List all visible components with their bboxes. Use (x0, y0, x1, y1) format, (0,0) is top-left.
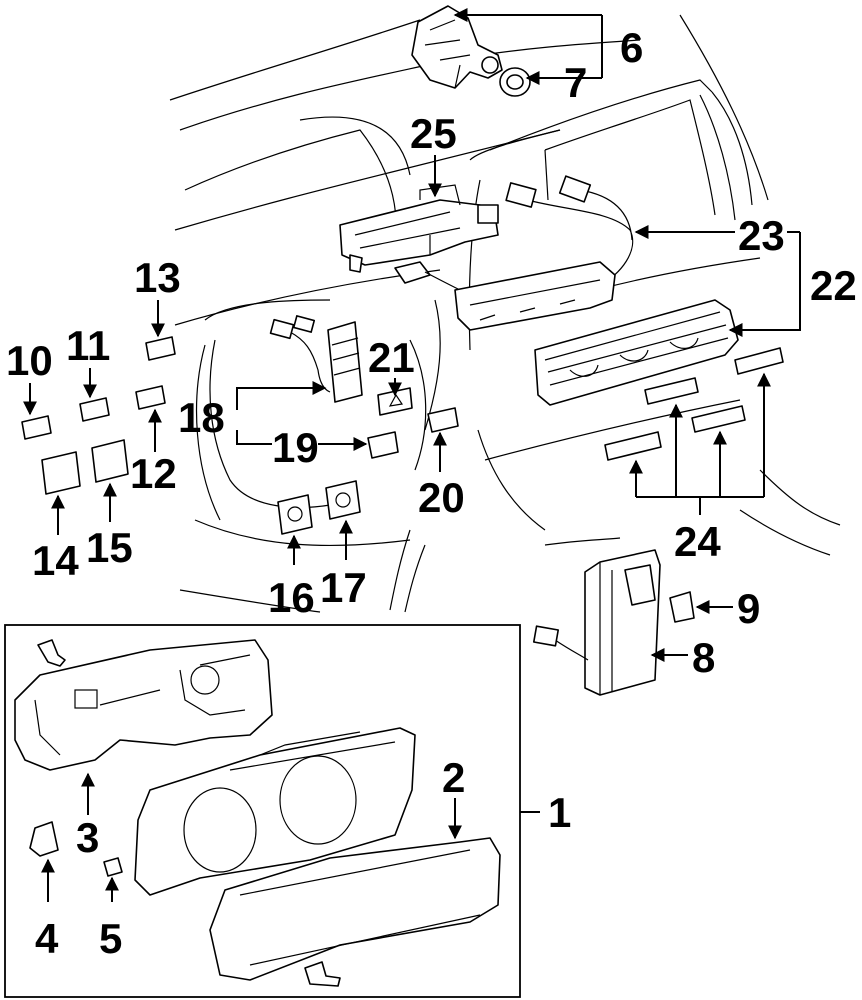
callout-2: 2 (442, 754, 465, 801)
cluster-screw-bottom (304, 961, 341, 987)
callout-13: 13 (134, 254, 181, 301)
switch-plate-15 (91, 439, 129, 483)
small-switch-19 (367, 431, 399, 459)
switch-plate-14 (41, 451, 81, 495)
callout-7: 7 (564, 59, 587, 106)
callout-1: 1 (548, 789, 571, 836)
callout-17: 17 (320, 564, 367, 611)
callout-16: 16 (268, 574, 315, 621)
ignition-switch (411, 5, 503, 89)
callout-14: 14 (32, 537, 79, 584)
small-switch-10 (21, 415, 52, 440)
small-switch-13 (145, 336, 176, 361)
callout-20: 20 (418, 474, 465, 521)
small-switch-20 (427, 407, 459, 433)
switch-plate-17 (325, 480, 361, 520)
small-switch-12 (135, 385, 166, 410)
callout-10: 10 (6, 337, 53, 384)
small-switch-11 (79, 397, 110, 422)
callout-4: 4 (35, 915, 59, 962)
cluster-clip (29, 821, 59, 857)
callout-15: 15 (86, 524, 133, 571)
cluster-gauge-housing (134, 727, 416, 896)
callout-22: 22 (810, 262, 857, 309)
switch-assembly (269, 315, 363, 403)
callout-18: 18 (178, 394, 225, 441)
cluster-screw-top (37, 639, 66, 667)
leader-lines (23, 15, 801, 902)
wiring-harness (394, 175, 634, 331)
callout-24: 24 (674, 518, 721, 565)
callout-5: 5 (99, 915, 122, 962)
callout-11: 11 (66, 322, 110, 369)
callout-8: 8 (692, 634, 715, 681)
side-switch (669, 591, 695, 623)
cluster-lens (209, 837, 501, 981)
callout-25: 25 (410, 110, 457, 157)
climate-control-panel (534, 299, 739, 406)
cluster-back-cover (14, 639, 273, 771)
switch-button-group (604, 347, 784, 461)
callout-12: 12 (130, 450, 177, 497)
control-bracket (339, 184, 499, 273)
side-module (532, 549, 661, 696)
callout-9: 9 (737, 585, 760, 632)
ignition-ring (499, 67, 531, 97)
callout-6: 6 (620, 24, 643, 71)
cluster-bulb (103, 857, 123, 877)
switch-plate-16 (277, 494, 313, 535)
dashboard-outline (169, 14, 841, 613)
callout-19: 19 (272, 424, 319, 471)
callout-23: 23 (738, 212, 785, 259)
callout-labels: 1 2 3 4 5 6 7 8 9 10 11 12 13 14 15 16 1… (6, 24, 857, 962)
callout-21: 21 (368, 334, 415, 381)
callout-3: 3 (76, 814, 99, 861)
